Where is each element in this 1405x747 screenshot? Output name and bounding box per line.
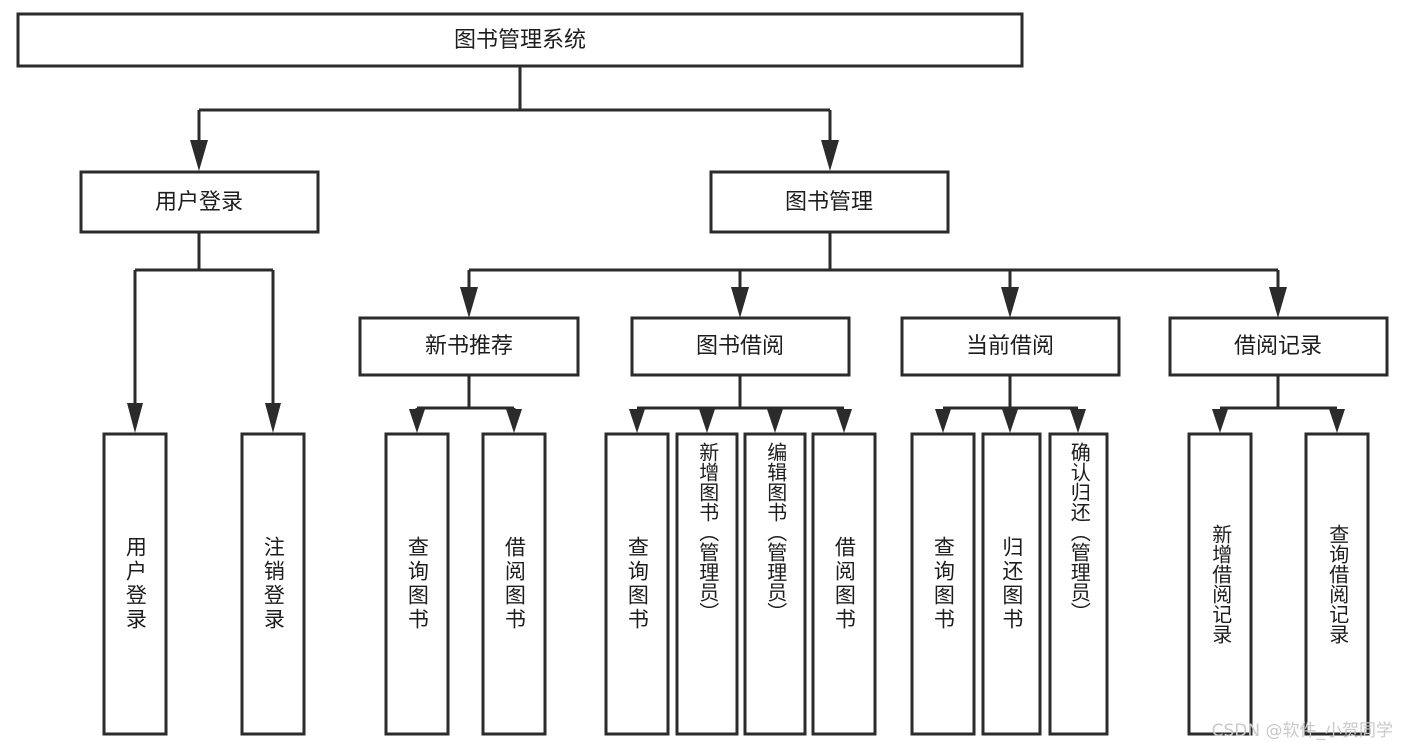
- node-label-new-book-recommend: 新书推荐: [425, 334, 513, 359]
- arrow-current-l1: [935, 409, 951, 433]
- leaf-label-wrap-records-add: 新增借阅记录: [1189, 434, 1251, 734]
- arrow-borrow-l4: [836, 409, 852, 433]
- leaf-label-newbook-query: 查询图书: [405, 536, 430, 632]
- leaf-label-wrap-borrow-lend: 借阅图书: [813, 434, 875, 734]
- leaf-box-newbook-query[interactable]: [384, 432, 450, 736]
- leaf-label-wrap-newbook-query: 查询图书: [386, 434, 448, 734]
- node-box-current-borrow[interactable]: [900, 316, 1121, 377]
- leaf-label-wrap-current-query: 查询图书: [912, 434, 974, 734]
- node-box-user-login[interactable]: [79, 170, 320, 234]
- leaf-label-wrap-user-login-signin: 用户登录: [104, 434, 166, 734]
- leaf-label-newbook-borrow: 借阅图书: [502, 536, 527, 632]
- arrow-records-l1: [1212, 409, 1228, 433]
- leaf-label-wrap-borrow-query: 查询图书: [606, 434, 668, 734]
- leaf-box-records-query[interactable]: [1304, 432, 1370, 736]
- leaf-label-user-login-signout: 注销登录: [261, 536, 286, 632]
- leaf-label-borrow-query: 查询图书: [625, 536, 650, 632]
- arrow-current-l2: [1002, 409, 1018, 433]
- leaf-box-borrow-lend[interactable]: [811, 432, 877, 736]
- leaf-box-user-login-signout[interactable]: [240, 432, 306, 736]
- arrow-bookmgmt-c1: [460, 287, 478, 318]
- arrow-userlogin-l2: [265, 403, 281, 433]
- leaf-box-borrow-add[interactable]: [675, 432, 739, 736]
- leaf-label-wrap-user-login-signout: 注销登录: [242, 434, 304, 734]
- leaf-label-wrap-current-confirm: 确认归还（管理员）: [1050, 434, 1107, 734]
- leaf-label-wrap-borrow-edit: 编辑图书（管理员）: [745, 434, 805, 734]
- arrow-records-l2: [1329, 409, 1345, 433]
- node-label-user-login: 用户登录: [155, 190, 243, 215]
- leaf-label-current-query: 查询图书: [931, 536, 956, 632]
- leaf-label-current-return: 归还图书: [999, 536, 1024, 632]
- leaf-label-current-confirm: 确认归还（管理员）: [1067, 442, 1092, 622]
- leaf-box-current-confirm[interactable]: [1048, 432, 1109, 736]
- leaf-box-borrow-query[interactable]: [604, 432, 670, 736]
- arrow-root-to-user-login: [190, 140, 208, 171]
- leaf-label-records-add: 新增借阅记录: [1208, 524, 1233, 644]
- node-box-book-management[interactable]: [709, 170, 950, 234]
- leaf-label-wrap-newbook-borrow: 借阅图书: [483, 434, 545, 734]
- leaf-box-current-return[interactable]: [981, 432, 1042, 736]
- leaf-box-newbook-borrow[interactable]: [481, 432, 547, 736]
- leaf-label-borrow-edit: 编辑图书（管理员）: [763, 442, 788, 622]
- node-label-borrow-records: 借阅记录: [1234, 334, 1322, 359]
- arrow-borrow-l1: [629, 409, 645, 433]
- arrow-bookmgmt-c3: [1001, 287, 1019, 318]
- leaf-box-records-add[interactable]: [1187, 432, 1253, 736]
- arrow-bookmgmt-c4: [1269, 287, 1287, 318]
- arrow-newbook-l2: [506, 409, 522, 433]
- node-label-current-borrow: 当前借阅: [966, 334, 1054, 359]
- leaf-label-borrow-lend: 借阅图书: [832, 536, 857, 632]
- node-box-borrow-records[interactable]: [1168, 316, 1389, 377]
- arrow-root-to-book-mgmt: [821, 140, 839, 171]
- edges-layer: [127, 66, 1345, 433]
- arrow-userlogin-l1: [127, 403, 143, 433]
- watermark-csdn: CSDN @软件_小贺同学: [1211, 721, 1393, 741]
- leaf-box-borrow-edit[interactable]: [743, 432, 807, 736]
- leaf-label-wrap-current-return: 归还图书: [983, 434, 1040, 734]
- node-box-book-borrow[interactable]: [630, 316, 851, 377]
- arrow-borrow-l3: [767, 409, 783, 433]
- leaf-label-wrap-borrow-add: 新增图书（管理员）: [677, 434, 737, 734]
- arrow-current-l3: [1070, 409, 1086, 433]
- leaf-label-borrow-add: 新增图书（管理员）: [695, 442, 720, 622]
- leaf-label-wrap-records-query: 查询借阅记录: [1306, 434, 1368, 734]
- leaf-box-current-query[interactable]: [910, 432, 976, 736]
- nodes-layer: 图书管理系统 用户登录 图书管理 新书推荐 图书借阅 当前借阅 借阅记录: [16, 12, 1389, 736]
- node-label-root: 图书管理系统: [454, 28, 586, 53]
- node-box-new-book-recommend[interactable]: [358, 316, 580, 377]
- arrow-borrow-l2: [699, 409, 715, 433]
- leaf-label-user-login-signin: 用户登录: [123, 536, 148, 632]
- arrow-newbook-l1: [409, 409, 425, 433]
- node-label-book-borrow: 图书借阅: [696, 334, 784, 359]
- node-label-book-management: 图书管理: [785, 190, 873, 215]
- leaf-label-records-query: 查询借阅记录: [1325, 524, 1350, 644]
- node-box-root[interactable]: [16, 12, 1024, 68]
- leaf-box-user-login-signin[interactable]: [102, 432, 168, 736]
- arrow-bookmgmt-c2: [731, 287, 749, 318]
